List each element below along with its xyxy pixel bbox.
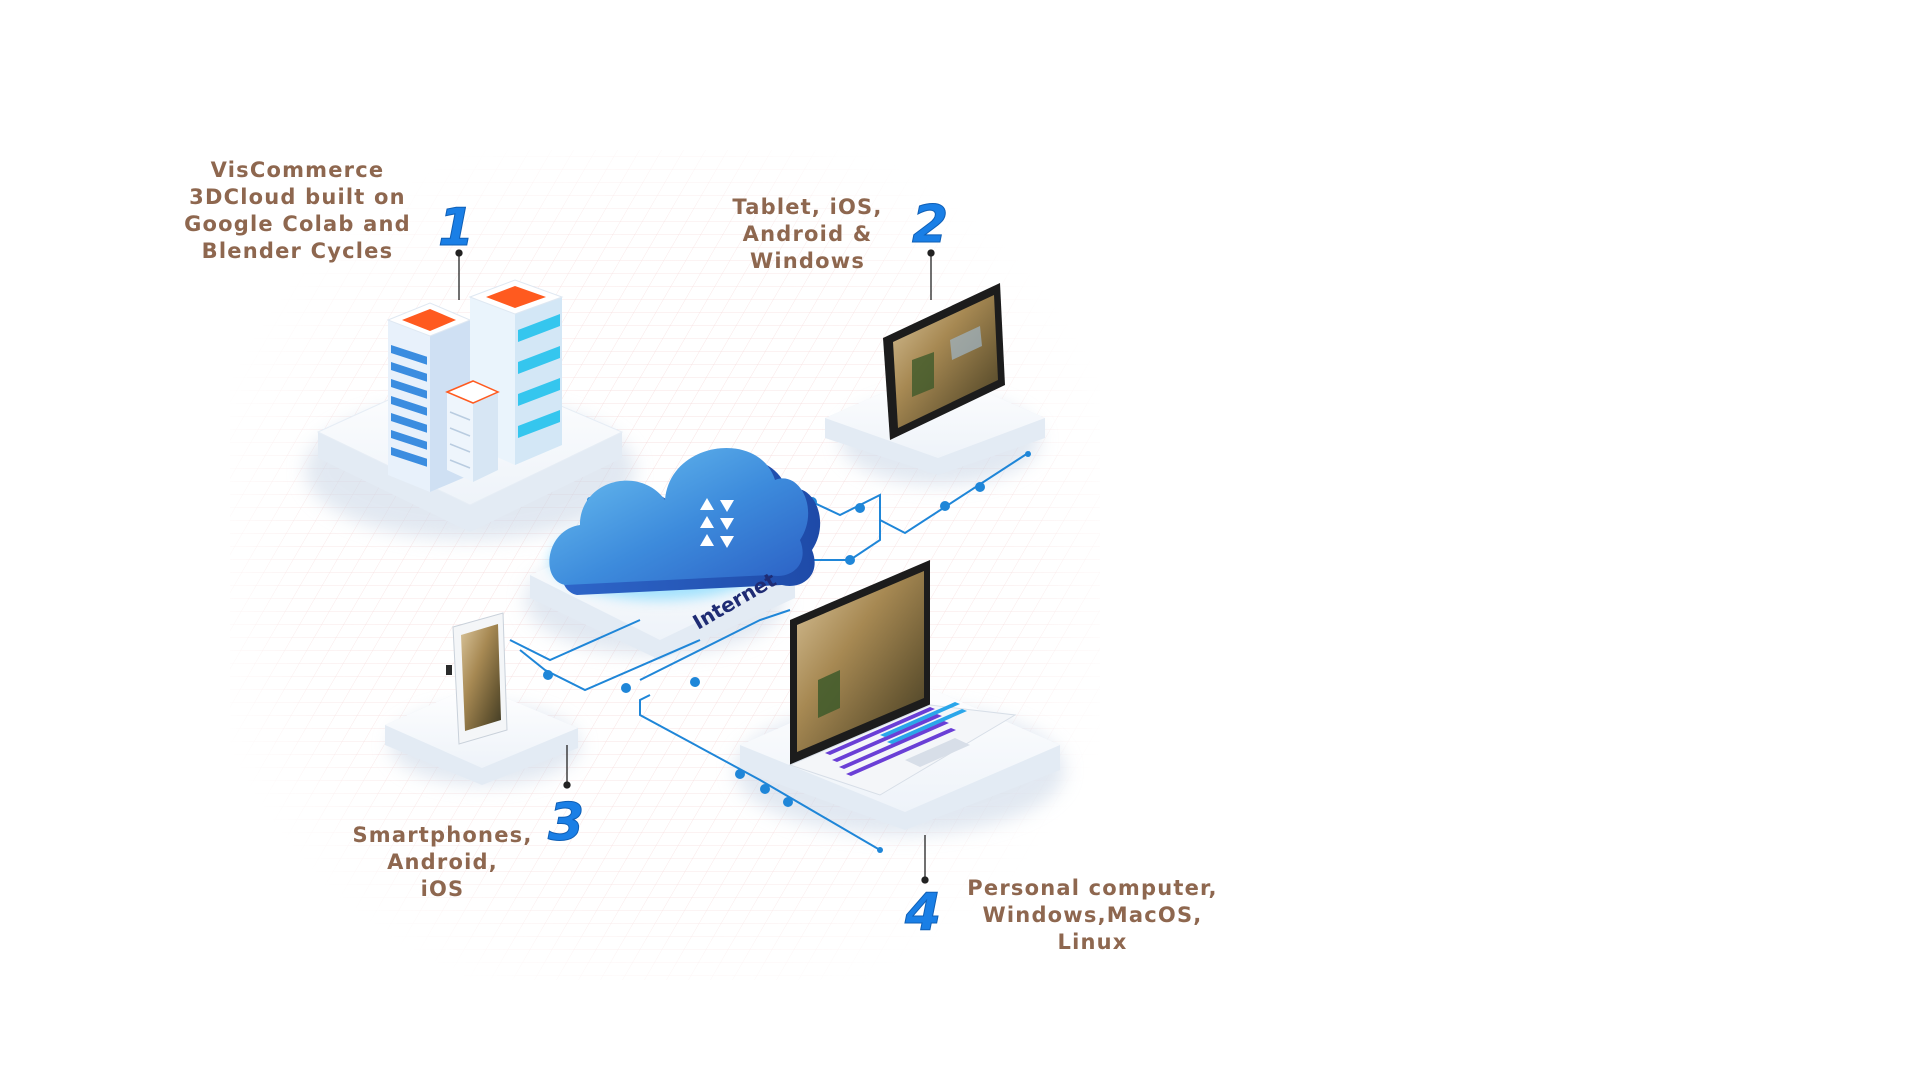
node-2-label: Tablet, iOS, Android & Windows xyxy=(720,194,895,275)
cloud-illustration: Internet xyxy=(549,447,821,634)
node-1-label-line: Google Colab and xyxy=(184,212,411,236)
leader-lines xyxy=(455,249,935,884)
node-3-label-line: Smartphones, xyxy=(352,823,533,847)
node-number-4: 4 xyxy=(904,883,941,943)
node-2-label-line: Windows xyxy=(749,249,866,273)
node-number-3: 3 xyxy=(548,793,584,853)
node-1-label-line: VisCommerce xyxy=(210,158,385,182)
node-number-2: 2 xyxy=(912,195,948,255)
node-3-label: Smartphones, Android, iOS xyxy=(350,822,535,903)
connector-dots xyxy=(543,451,1031,853)
node-numbers: 1 2 3 4 xyxy=(438,195,949,944)
node-4-label-line: Personal computer, xyxy=(967,876,1218,900)
server-rack-illustration xyxy=(386,279,564,492)
tablet-illustration xyxy=(883,283,1005,440)
server-tower-short xyxy=(445,380,500,482)
node-4-label-line: Linux xyxy=(1057,930,1128,954)
node-1-label-line: Blender Cycles xyxy=(201,239,394,263)
node-1-label-line: 3DCloud built on xyxy=(189,185,406,209)
node-2-label-line: Tablet, iOS, xyxy=(732,195,883,219)
node-2-label-line: Android & xyxy=(742,222,873,246)
node-3-label-line: iOS xyxy=(420,877,465,901)
node-4-label: Personal computer, Windows,MacOS, Linux xyxy=(960,875,1225,956)
node-3-label-line: Android, xyxy=(387,850,498,874)
node-4-label-line: Windows,MacOS, xyxy=(982,903,1203,927)
node-number-1: 1 xyxy=(438,198,474,258)
laptop-illustration xyxy=(788,560,1017,796)
node-1-label: VisCommerce 3DCloud built on Google Cola… xyxy=(180,157,415,265)
smartphone-illustration xyxy=(446,612,508,745)
